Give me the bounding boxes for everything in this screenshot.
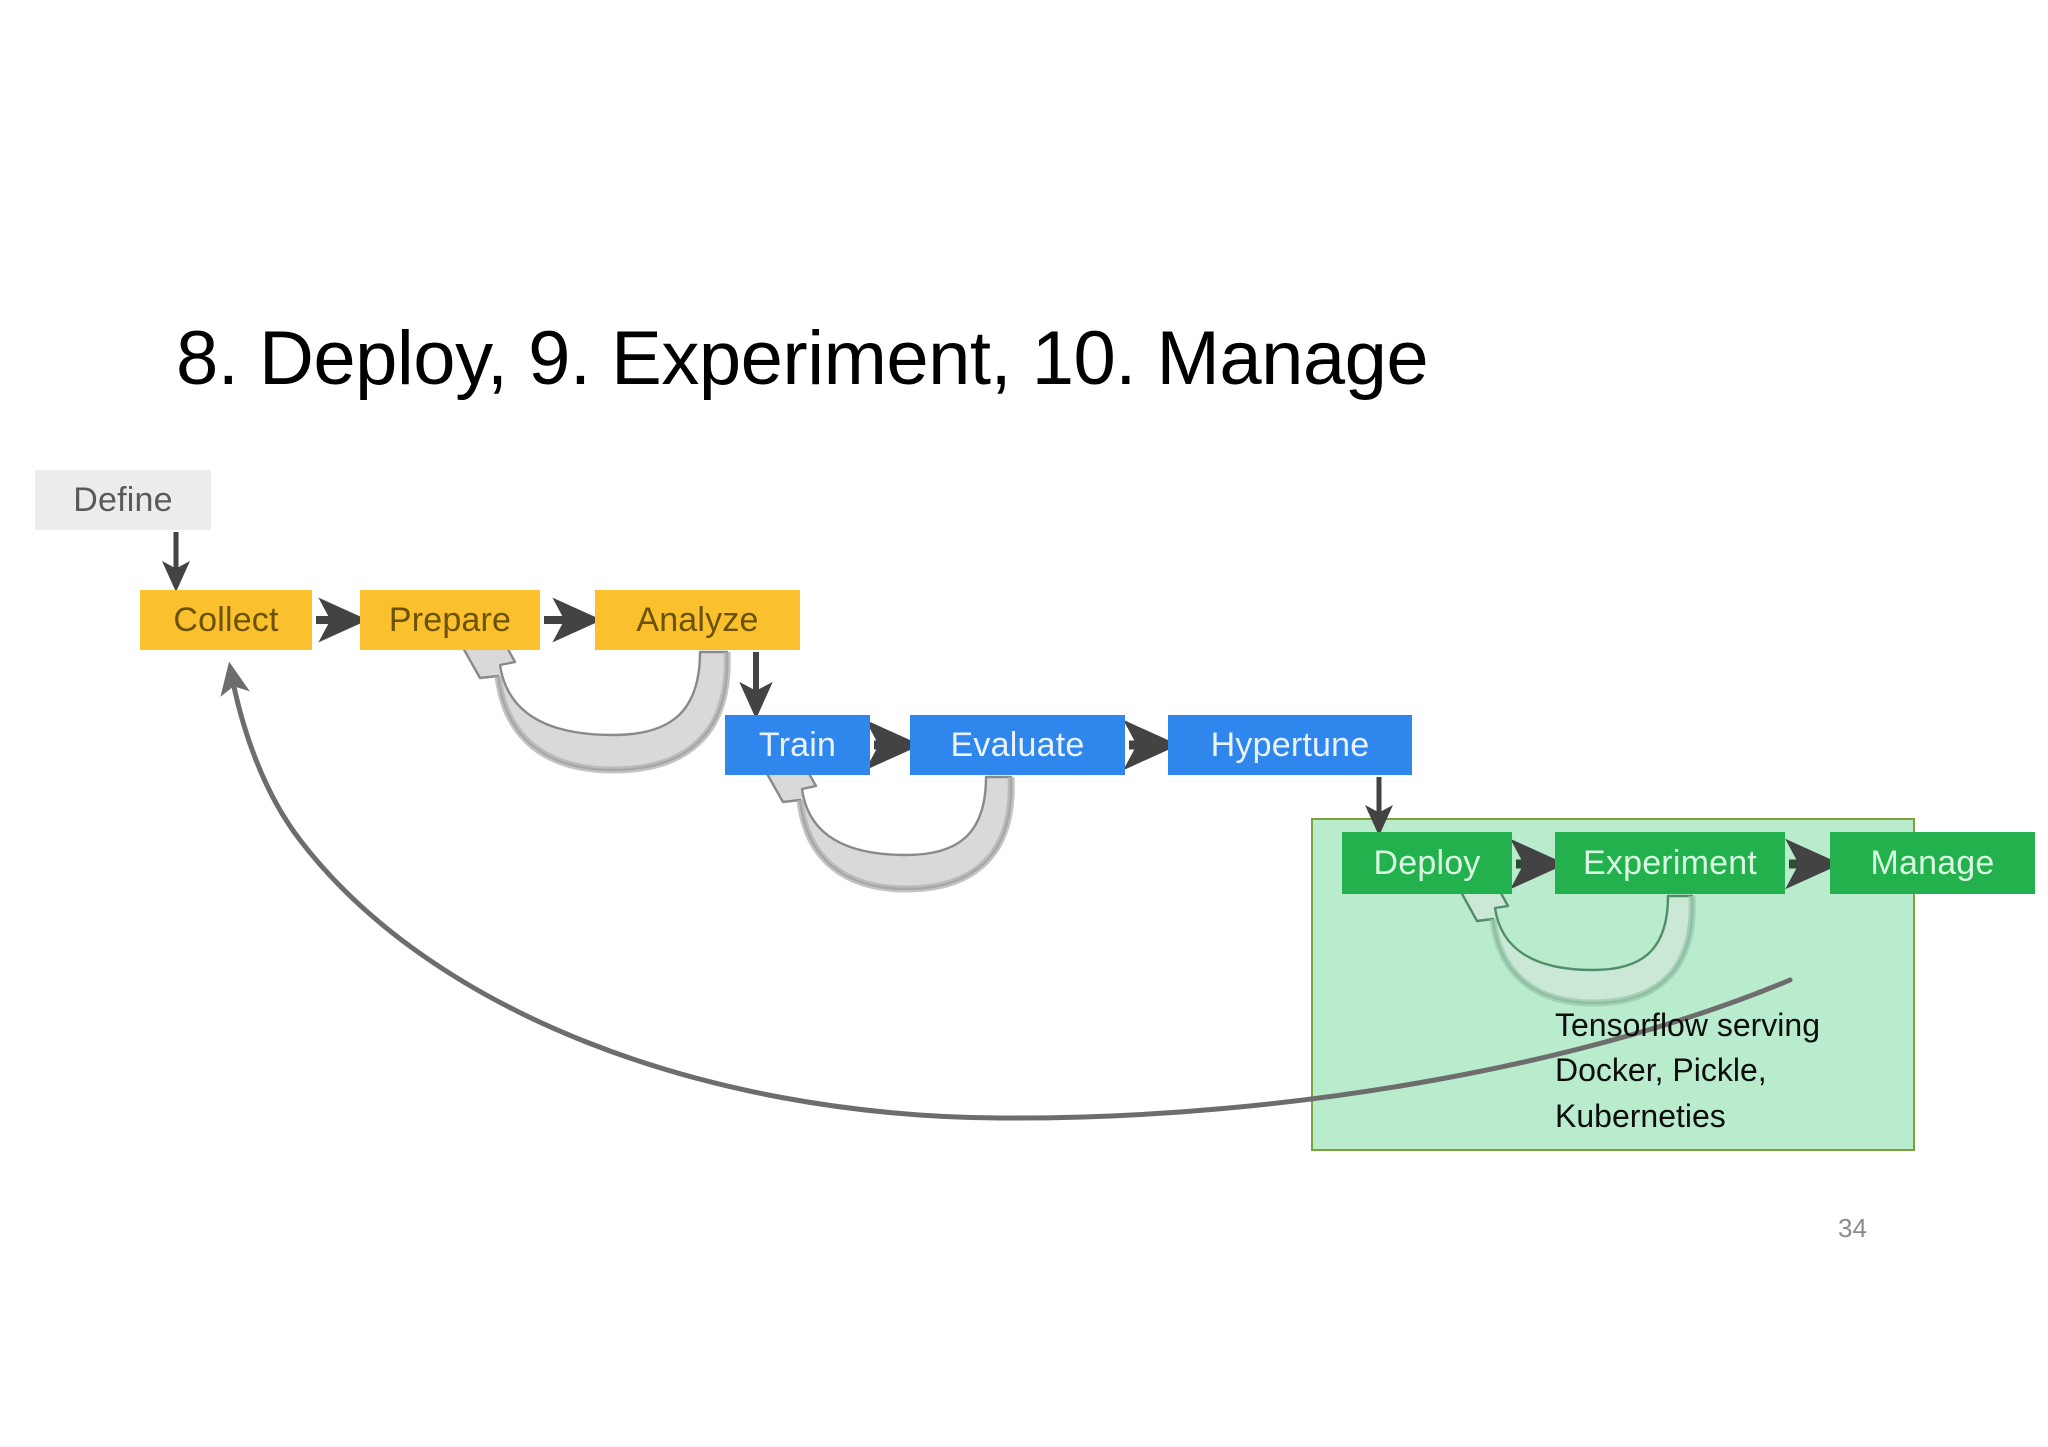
node-deploy[interactable]: Deploy — [1342, 832, 1512, 894]
node-evaluate-label: Evaluate — [950, 725, 1085, 764]
node-collect[interactable]: Collect — [140, 590, 312, 650]
annotation-line-3: Kuberneties — [1555, 1097, 1726, 1134]
node-define-label: Define — [73, 480, 173, 519]
node-train[interactable]: Train — [725, 715, 870, 775]
node-analyze-label: Analyze — [636, 600, 759, 639]
node-hypertune-label: Hypertune — [1210, 725, 1370, 764]
node-manage[interactable]: Manage — [1830, 832, 2035, 894]
node-hypertune[interactable]: Hypertune — [1168, 715, 1412, 775]
node-define[interactable]: Define — [35, 470, 211, 530]
node-experiment[interactable]: Experiment — [1555, 832, 1785, 894]
node-evaluate[interactable]: Evaluate — [910, 715, 1125, 775]
node-train-label: Train — [758, 725, 837, 764]
page-title: 8. Deploy, 9. Experiment, 10. Manage — [176, 315, 1429, 401]
loop-arrow-evaluate-to-train — [764, 754, 1015, 893]
node-collect-label: Collect — [173, 600, 279, 639]
feedback-curve-manage-to-collect — [220, 661, 1793, 1121]
node-analyze[interactable]: Analyze — [595, 590, 800, 650]
node-prepare-label: Prepare — [388, 600, 512, 639]
node-manage-label: Manage — [1870, 843, 1995, 882]
node-prepare[interactable]: Prepare — [360, 590, 540, 650]
node-deploy-label: Deploy — [1373, 843, 1481, 882]
annotation-line-1: Tensorflow serving — [1555, 1007, 1820, 1043]
loop-arrow-experiment-to-deploy — [1459, 875, 1696, 1007]
annotation-line-2: Docker, Pickle, — [1555, 1052, 1767, 1089]
page-number: 34 — [1838, 1213, 1867, 1243]
loop-arrow-analyze-to-prepare — [460, 627, 731, 774]
node-experiment-label: Experiment — [1583, 843, 1757, 882]
ops-tooling-annotation: Tensorflow serving Docker, Pickle, Kuber… — [1555, 1003, 1820, 1139]
